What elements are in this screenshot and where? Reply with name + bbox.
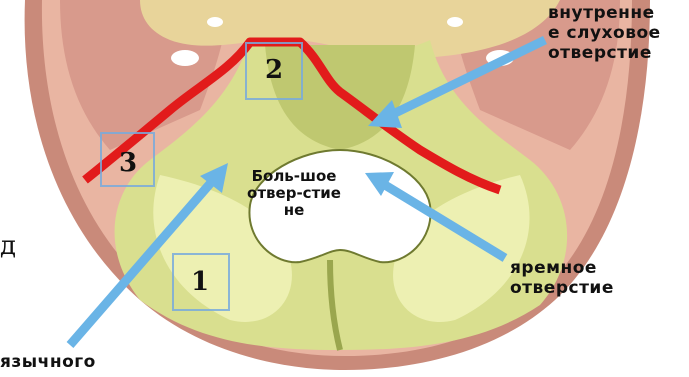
marker-2: 2 (258, 55, 290, 85)
foramen-small-right (447, 17, 463, 27)
left-partial-letter: д (0, 236, 17, 256)
label-line: не (246, 202, 342, 219)
foramen-small-left (207, 17, 223, 27)
marker-1: 1 (184, 267, 216, 297)
label-line: отверстие (510, 278, 614, 298)
label-line: е слуховое (548, 23, 661, 43)
marker-3: 3 (112, 148, 144, 178)
hypoglossal-canal-label: язычного (0, 352, 96, 372)
label-line: внутренне (548, 3, 661, 23)
foramen-magnum-label: Боль-шое отвер-стие не (246, 168, 342, 219)
jugular-foramen-label: яремное отверстие (510, 258, 614, 298)
internal-auditory-label: внутренне е слуховое отверстие (548, 3, 661, 63)
label-line: отверстие (548, 43, 661, 63)
foramen-ovale-left (171, 50, 199, 66)
label-line: яремное (510, 258, 614, 278)
label-line: отвер-стие (246, 185, 342, 202)
label-line: Боль-шое (246, 168, 342, 185)
